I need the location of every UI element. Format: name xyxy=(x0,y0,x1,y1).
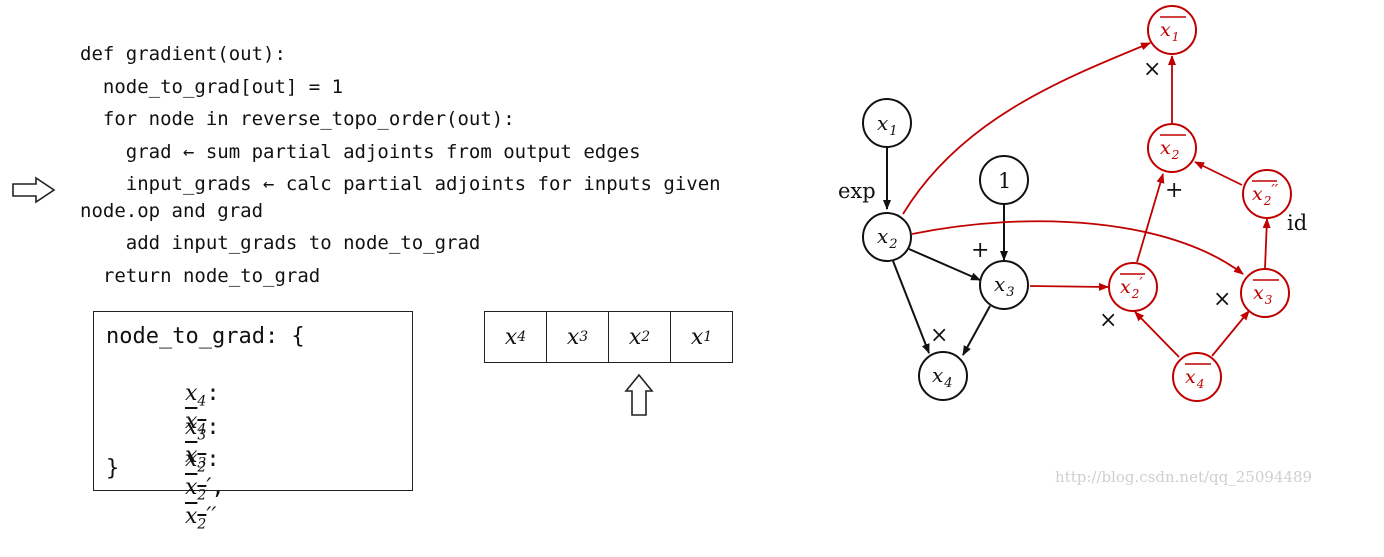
svg-text:x1: x1 xyxy=(1160,19,1179,44)
svg-text:x2′: x2′ xyxy=(1120,274,1143,301)
op-label-plus-fwd: + xyxy=(971,238,989,263)
svg-text:1: 1 xyxy=(998,169,1011,193)
svg-text:x4: x4 xyxy=(932,363,953,391)
svg-text:x3: x3 xyxy=(994,272,1015,300)
code-line-7: add input_grads to node_to_grad xyxy=(80,232,481,254)
dict-value: x3 xyxy=(184,443,207,472)
dict-key: x2 xyxy=(184,447,207,476)
op-label-times-fwd: × xyxy=(930,323,948,348)
op-label-times-b3: × xyxy=(1213,287,1231,312)
backward-node-b3: x3 xyxy=(1240,268,1290,318)
dict-entry-x4: x4: x4 xyxy=(184,381,220,438)
svg-text:x3: x3 xyxy=(1253,282,1273,307)
edge-b3-b2pp xyxy=(1262,218,1271,269)
code-line-3: for node in reverse_topo_order(out): xyxy=(80,108,515,130)
dict-value: x2′ xyxy=(184,475,212,504)
dict-close: } xyxy=(106,456,120,481)
forward-node-x3: x3 xyxy=(979,260,1029,310)
edge-b4-b2p xyxy=(1134,311,1180,358)
forward-edges xyxy=(883,147,1008,356)
op-label-plus-b2: + xyxy=(1165,178,1183,203)
op-label-id: id xyxy=(1287,211,1307,235)
svg-text:x2: x2 xyxy=(877,224,898,252)
edge-x3-x4 xyxy=(962,305,991,356)
forward-node-x4: x4 xyxy=(918,351,968,401)
dict-key: x3 xyxy=(184,415,207,444)
edge-x2-b3 xyxy=(911,220,1244,275)
dict-entry-x3: x3: x3 xyxy=(184,415,220,472)
backward-node-b1: x1 xyxy=(1147,5,1197,55)
edge-x3-b2p xyxy=(1029,282,1109,291)
dict-value: x4 xyxy=(184,409,207,438)
edge-b2p-b2 xyxy=(1136,173,1165,263)
current-line-arrow-icon xyxy=(12,176,56,204)
backward-edges xyxy=(902,42,1271,358)
svg-text:x4: x4 xyxy=(1185,366,1204,391)
backward-node-b2: x2 xyxy=(1147,123,1197,173)
code-line-8: return node_to_grad xyxy=(80,265,321,287)
computation-graph: x1 x2 x3 x4 1 x1 x2 x2′′ x2′ x3 xyxy=(838,5,1307,402)
code-line-2: node_to_grad[out] = 1 xyxy=(80,76,344,98)
code-line-1: def gradient(out): xyxy=(80,43,286,65)
edge-x2-x4 xyxy=(892,260,930,354)
op-label-times-b1: × xyxy=(1143,57,1161,82)
edge-x2-x3 xyxy=(908,248,981,281)
forward-node-x1: x1 xyxy=(862,98,912,148)
edge-b4-b3 xyxy=(1211,310,1250,357)
svg-text:x2: x2 xyxy=(1160,137,1179,162)
edge-x2-b1 xyxy=(902,42,1151,215)
forward-node-one: 1 xyxy=(979,155,1029,205)
dict-value-2: x2′′ xyxy=(184,503,217,533)
watermark: http://blog.csdn.net/qq_25094489 xyxy=(1055,468,1313,486)
node-to-grad-box: node_to_grad: { x4: x4 x3: x3 x2: x2′, x… xyxy=(93,311,413,532)
svg-text:x2′′: x2′′ xyxy=(1252,181,1279,208)
queue-pointer-up-arrow-icon xyxy=(624,373,654,416)
backward-node-b4: x4 xyxy=(1172,352,1222,402)
dict-key: x4 xyxy=(184,381,207,410)
svg-text:x1: x1 xyxy=(877,111,898,139)
code-line-5: input_grads ← calc partial adjoints for … xyxy=(80,173,721,195)
forward-node-x2: x2 xyxy=(862,212,912,262)
op-label-times-b2p: × xyxy=(1099,308,1117,333)
op-label-exp: exp xyxy=(838,179,876,203)
backward-node-b2-double-prime: x2′′ xyxy=(1242,169,1292,219)
dict-open: node_to_grad: { xyxy=(106,324,305,349)
edge-b2pp-b2 xyxy=(1194,161,1243,186)
backward-node-b2-prime: x2′ xyxy=(1108,262,1158,312)
code-line-6: node.op and grad xyxy=(80,200,264,222)
code-line-4: grad ← sum partial adjoints from output … xyxy=(80,141,641,163)
